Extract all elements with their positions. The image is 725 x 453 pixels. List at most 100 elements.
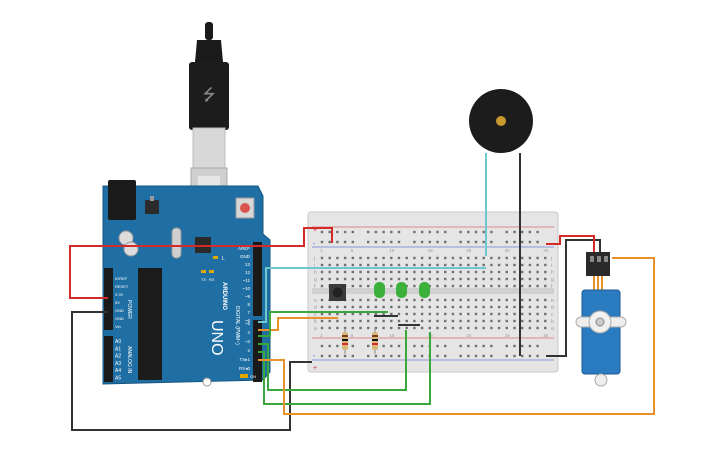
- servo-motor[interactable]: [575, 252, 627, 387]
- breadboard-hole[interactable]: [382, 256, 385, 260]
- breadboard-hole[interactable]: [536, 284, 539, 288]
- breadboard-hole[interactable]: [382, 270, 385, 274]
- breadboard-hole[interactable]: [336, 277, 339, 281]
- breadboard-hole[interactable]: [436, 270, 439, 274]
- breadboard-hole[interactable]: [497, 298, 501, 302]
- breadboard-hole[interactable]: [359, 277, 362, 281]
- breadboard-hole[interactable]: [351, 240, 354, 244]
- breadboard-hole[interactable]: [428, 270, 431, 274]
- breadboard-hole[interactable]: [382, 298, 385, 302]
- breadboard-hole[interactable]: [390, 270, 393, 274]
- breadboard-hole[interactable]: [467, 344, 470, 348]
- breadboard-hole[interactable]: [505, 344, 508, 348]
- breadboard-hole[interactable]: [359, 312, 362, 316]
- breadboard-hole[interactable]: [497, 305, 501, 309]
- breadboard-hole[interactable]: [413, 270, 416, 274]
- breadboard-hole[interactable]: [467, 298, 470, 302]
- breadboard-hole[interactable]: [336, 270, 339, 274]
- breadboard-hole[interactable]: [428, 263, 431, 267]
- breadboard-hole[interactable]: [390, 354, 393, 358]
- wire-red-servo[interactable]: [546, 235, 595, 252]
- breadboard-hole[interactable]: [390, 305, 393, 309]
- breadboard-hole[interactable]: [343, 354, 347, 358]
- breadboard-hole[interactable]: [474, 230, 478, 234]
- breadboard-hole[interactable]: [474, 319, 478, 323]
- breadboard-hole[interactable]: [528, 326, 532, 330]
- breadboard-hole[interactable]: [351, 344, 354, 348]
- breadboard-hole[interactable]: [490, 240, 493, 244]
- breadboard-hole[interactable]: [382, 263, 385, 267]
- breadboard-hole[interactable]: [359, 263, 362, 267]
- breadboard-hole[interactable]: [328, 326, 331, 330]
- breadboard-hole[interactable]: [390, 230, 393, 234]
- breadboard-hole[interactable]: [505, 284, 508, 288]
- breadboard-hole[interactable]: [413, 240, 416, 244]
- breadboard-hole[interactable]: [367, 305, 370, 309]
- breadboard-hole[interactable]: [505, 298, 508, 302]
- breadboard-hole[interactable]: [320, 277, 324, 281]
- breadboard-hole[interactable]: [343, 312, 347, 316]
- breadboard-hole[interactable]: [505, 256, 508, 260]
- breadboard-hole[interactable]: [467, 305, 470, 309]
- breadboard-hole[interactable]: [505, 270, 508, 274]
- breadboard-hole[interactable]: [459, 263, 462, 267]
- breadboard-hole[interactable]: [413, 263, 416, 267]
- breadboard-hole[interactable]: [505, 319, 508, 323]
- breadboard-hole[interactable]: [320, 305, 324, 309]
- breadboard-hole[interactable]: [528, 319, 532, 323]
- breadboard-hole[interactable]: [343, 230, 347, 234]
- breadboard-hole[interactable]: [320, 284, 324, 288]
- breadboard-hole[interactable]: [420, 230, 424, 234]
- breadboard-hole[interactable]: [474, 305, 478, 309]
- breadboard-hole[interactable]: [413, 326, 416, 330]
- breadboard-hole[interactable]: [444, 230, 447, 234]
- breadboard-hole[interactable]: [451, 277, 455, 281]
- breadboard-hole[interactable]: [451, 312, 455, 316]
- breadboard-hole[interactable]: [436, 305, 439, 309]
- breadboard-hole[interactable]: [497, 256, 501, 260]
- breadboard-hole[interactable]: [528, 270, 532, 274]
- breadboard-hole[interactable]: [428, 319, 431, 323]
- green-led-3[interactable]: [419, 282, 430, 298]
- breadboard-hole[interactable]: [482, 270, 485, 274]
- breadboard-hole[interactable]: [390, 344, 393, 348]
- breadboard-hole[interactable]: [436, 240, 439, 244]
- breadboard-hole[interactable]: [482, 277, 485, 281]
- breadboard-hole[interactable]: [413, 284, 416, 288]
- breadboard-hole[interactable]: [474, 326, 478, 330]
- breadboard-hole[interactable]: [459, 354, 462, 358]
- breadboard-hole[interactable]: [536, 270, 539, 274]
- breadboard-hole[interactable]: [413, 230, 416, 234]
- breadboard-hole[interactable]: [490, 344, 493, 348]
- breadboard-hole[interactable]: [459, 305, 462, 309]
- breadboard-hole[interactable]: [428, 256, 431, 260]
- breadboard-hole[interactable]: [536, 305, 539, 309]
- breadboard-hole[interactable]: [467, 263, 470, 267]
- breadboard-hole[interactable]: [367, 344, 370, 348]
- breadboard-hole[interactable]: [459, 230, 462, 234]
- green-led-2[interactable]: [396, 282, 407, 298]
- breadboard-hole[interactable]: [328, 312, 331, 316]
- breadboard-hole[interactable]: [490, 270, 493, 274]
- breadboard-hole[interactable]: [336, 230, 339, 234]
- breadboard-hole[interactable]: [444, 326, 447, 330]
- breadboard-hole[interactable]: [436, 230, 439, 234]
- breadboard-hole[interactable]: [328, 230, 331, 234]
- breadboard-hole[interactable]: [328, 240, 331, 244]
- breadboard-hole[interactable]: [459, 298, 462, 302]
- breadboard-hole[interactable]: [397, 277, 401, 281]
- breadboard-hole[interactable]: [490, 256, 493, 260]
- breadboard-hole[interactable]: [528, 263, 532, 267]
- breadboard-hole[interactable]: [436, 263, 439, 267]
- breadboard-hole[interactable]: [367, 326, 370, 330]
- breadboard-hole[interactable]: [513, 277, 516, 281]
- breadboard-hole[interactable]: [436, 354, 439, 358]
- breadboard-hole[interactable]: [459, 319, 462, 323]
- breadboard-hole[interactable]: [474, 270, 478, 274]
- breadboard-hole[interactable]: [428, 305, 431, 309]
- breadboard-hole[interactable]: [536, 326, 539, 330]
- breadboard-hole[interactable]: [544, 319, 547, 323]
- breadboard-hole[interactable]: [367, 298, 370, 302]
- breadboard-hole[interactable]: [497, 270, 501, 274]
- breadboard-hole[interactable]: [359, 284, 362, 288]
